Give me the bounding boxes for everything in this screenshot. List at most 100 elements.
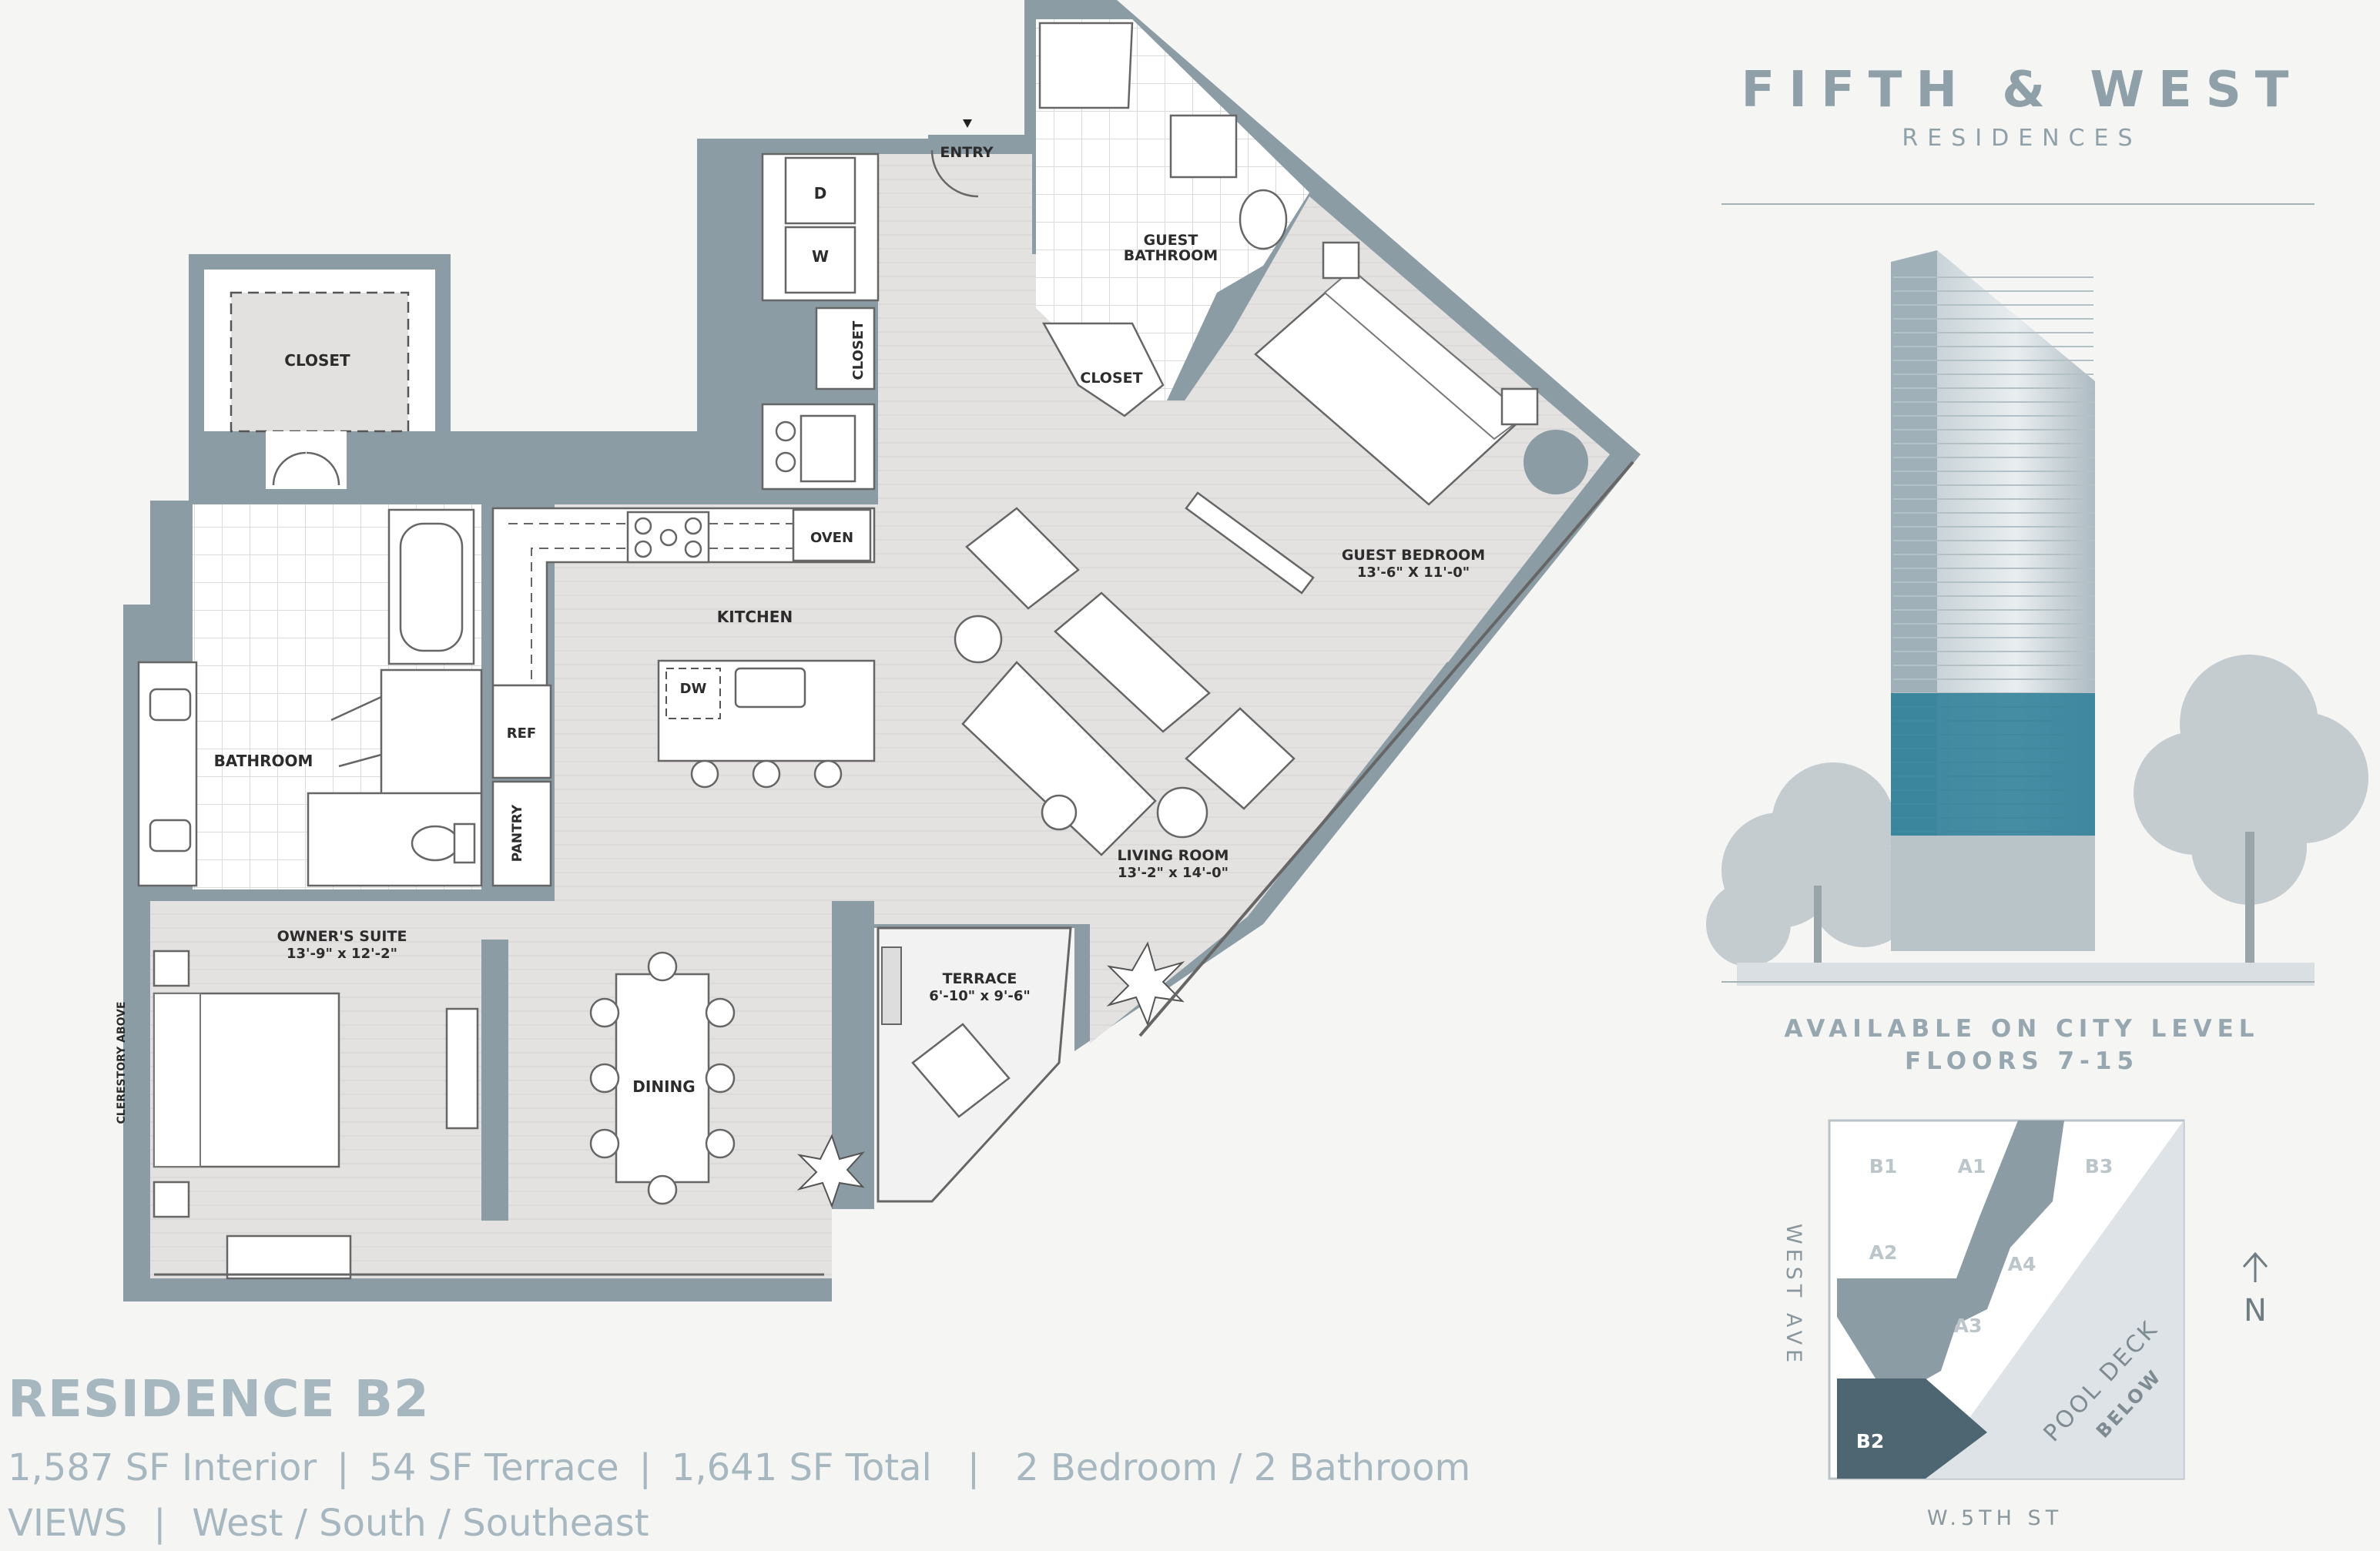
label-closet: CLOSET	[284, 351, 350, 370]
brand-divider	[1721, 203, 2315, 205]
coffee-table-icon	[1054, 591, 1211, 733]
key-plan: B1 A1 B3 A2 A4 A3 B2 POOL DECK BELOW WES…	[1782, 1119, 2268, 1530]
tv-console-icon	[445, 1007, 479, 1130]
stool-icon	[813, 759, 843, 789]
label-oven: OVEN	[810, 530, 853, 546]
guest-bathroom-room	[1036, 19, 1309, 400]
dining-chair-icon	[705, 997, 736, 1028]
keyplan-unit-label: B1	[1869, 1155, 1897, 1177]
burner-icon	[634, 540, 652, 558]
burner-icon	[659, 528, 678, 547]
guest-toilet-icon	[1239, 189, 1288, 250]
guest-pillows	[1323, 268, 1527, 441]
stool-icon	[690, 759, 719, 789]
tree-illustration	[2134, 655, 2368, 986]
armchair-icon	[1185, 707, 1296, 810]
burner-icon	[684, 540, 702, 558]
water-closet	[307, 792, 483, 887]
views-value: West / South / Southeast	[192, 1502, 649, 1545]
stool-icon	[752, 759, 781, 789]
interior-area: 1,587 SF Interior	[8, 1446, 317, 1489]
burner-icon	[634, 517, 652, 535]
terrace-table-icon	[911, 1023, 1011, 1118]
separator: |	[639, 1446, 652, 1489]
label-living-room: LIVING ROOM	[1118, 847, 1229, 864]
toilet-tank	[453, 822, 476, 864]
label-terrace: TERRACE	[943, 970, 1017, 987]
north-label: N	[2244, 1293, 2267, 1328]
label-ref: REF	[507, 725, 536, 742]
tree-illustration	[1706, 762, 1918, 986]
keyplan-unit-label-b2: B2	[1856, 1430, 1884, 1452]
side-table-icon	[1156, 786, 1208, 839]
pantry-icon	[491, 780, 552, 887]
keyplan-street-south: W.5TH ST	[1927, 1506, 2063, 1530]
cooktop-icon	[626, 511, 710, 564]
room-count: 2 Bedroom / 2 Bathroom	[1015, 1446, 1471, 1489]
sink-icon	[149, 819, 192, 853]
label-kitchen: KITCHEN	[717, 608, 793, 626]
dining-chair-icon	[647, 951, 678, 982]
keyplan-unit-label: A1	[1958, 1155, 1986, 1177]
plan-labels: ENTRY GUEST BATHROOM CLOSET D W CLOSET C…	[116, 144, 1485, 1124]
keyplan-unit-label: A2	[1869, 1241, 1898, 1264]
partition-wall	[481, 940, 508, 1221]
entry-arrow-icon	[963, 119, 972, 128]
label-guest-bedroom-dim: 13'-6" X 11'-0"	[1357, 564, 1470, 581]
lamp-icon	[1041, 794, 1078, 831]
keyplan-unit-label: A3	[1954, 1315, 1983, 1337]
nightstand-icon	[1322, 241, 1360, 280]
keyplan-core	[1837, 1121, 2064, 1386]
label-owners-suite-dim: 13'-9" x 12'-2"	[287, 946, 397, 962]
dryer-icon	[784, 156, 856, 225]
residence-specs: 1,587 SF Interior | 54 SF Terrace | 1,641 SF…	[8, 1446, 1470, 1489]
separator: |	[967, 1446, 980, 1489]
keyplan-unit-label: A4	[2008, 1253, 2036, 1275]
residence-title: RESIDENCE B2	[8, 1369, 430, 1429]
dining-chair-icon	[589, 997, 620, 1028]
nightstand-icon	[153, 1181, 190, 1218]
hall-closet	[815, 307, 876, 390]
availability-note: AVAILABLE ON CITY LEVEL FLOORS 7-15	[1721, 1015, 2322, 1075]
side-table-icon	[954, 615, 1003, 664]
label-dryer: D	[814, 184, 827, 203]
label-owners-suite: OWNER'S SUITE	[277, 928, 407, 945]
label-guest-closet: CLOSET	[1080, 370, 1142, 387]
nightstand-icon	[153, 950, 190, 987]
highlight-floors	[1891, 693, 2095, 836]
nightstand-icon	[1500, 387, 1539, 426]
brand-name: FIFTH & WEST	[1741, 62, 2303, 119]
armchair-icon	[965, 507, 1080, 610]
window-southeast	[1138, 461, 1634, 1037]
mechanical-box	[799, 414, 856, 483]
island-sink-icon	[734, 667, 806, 709]
label-dw: DW	[680, 681, 707, 697]
total-area: 1,641 SF Total	[671, 1446, 932, 1489]
unit-floor-plan	[123, 0, 1641, 1301]
main-floor	[555, 154, 1610, 1043]
bathroom-door-swing	[330, 695, 382, 768]
label-guest-bathroom-2: BATHROOM	[1124, 247, 1218, 264]
guest-closet	[1041, 322, 1165, 417]
dishwasher-icon	[665, 668, 721, 719]
bathtub-basin	[399, 522, 464, 652]
keyplan-unit-labels: B1 A1 B3 A2 A4 A3 B2	[1856, 1155, 2113, 1452]
keyplan-unit-label: B3	[2085, 1155, 2113, 1177]
views-label: VIEWS	[8, 1502, 128, 1545]
label-dining: DINING	[632, 1077, 695, 1096]
north-arrow-icon	[2242, 1251, 2268, 1282]
availability-line-2: FLOORS 7-15	[1904, 1047, 2140, 1075]
owners-pillows	[153, 993, 201, 1167]
terrace-area: 54 SF Terrace	[369, 1446, 619, 1489]
plant-icon	[1106, 941, 1185, 1027]
bench-icon	[226, 1234, 352, 1280]
shower-stall	[380, 668, 483, 799]
mechanical-unit	[761, 403, 876, 491]
plant-icon	[796, 1134, 866, 1208]
hallway-floor	[878, 154, 1032, 508]
label-living-room-dim: 13'-2" x 14'-0"	[1118, 865, 1229, 881]
separator: |	[337, 1446, 350, 1489]
dining-chair-icon	[705, 1128, 736, 1159]
mechanical-icon	[775, 420, 796, 442]
